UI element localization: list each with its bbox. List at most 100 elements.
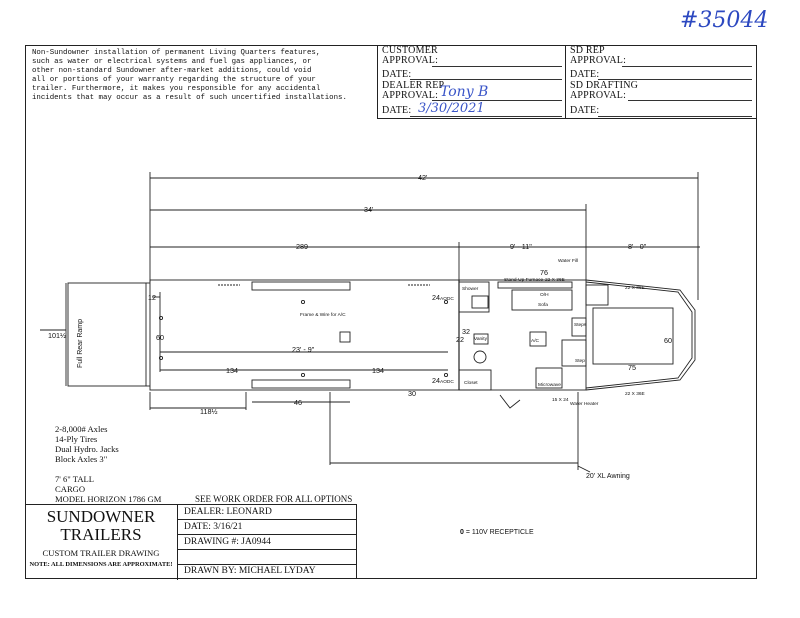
dim-bath-22: 22 <box>456 335 464 344</box>
closet <box>458 369 492 391</box>
drawing-stamp-number: #35044 <box>680 8 769 33</box>
custom-drawing-label: CUSTOM TRAILER DRAWING <box>42 548 160 558</box>
receptacle <box>300 299 306 305</box>
dim-door: 46 <box>294 398 302 407</box>
disclaimer-line: incidents that may occur as a result of … <box>32 94 347 102</box>
trailer-specs: 2-8,000# Axles 14-Ply Tires Dual Hydro. … <box>55 424 161 504</box>
dim-nose-60: 60 <box>664 336 672 345</box>
dim-rail-right: 134 <box>372 366 384 375</box>
receptacle <box>300 372 306 378</box>
label-box-a: 22 X 36E <box>545 277 565 283</box>
microwave <box>535 367 563 389</box>
dim-width: 101½ <box>48 331 66 340</box>
dim-top-12: 12 <box>148 293 156 302</box>
dimensions-note: NOTE: ALL DIMENSIONS ARE APPROXIMATE! <box>29 561 173 568</box>
disclaimer-line: other non-standard Sundowner after-marke… <box>32 67 312 75</box>
label-oh: O/H <box>540 292 549 298</box>
label-frame-wire: Frame & Wire for A/C <box>300 312 346 318</box>
dim-lq-width: 23' - 9" <box>292 345 315 354</box>
label-sofa: Sofa <box>538 302 548 308</box>
spec-line: 14-Ply Tires <box>55 434 98 444</box>
dim-rail-left: 134 <box>226 366 238 375</box>
customer-approval-label: CUSTOMER APPROVAL: <box>382 45 439 66</box>
label-step: Step <box>575 358 585 364</box>
label-box-c: 22 X 36E <box>625 391 645 397</box>
title-block <box>25 504 357 580</box>
spec-line <box>55 464 161 474</box>
dim-box: 34' <box>364 205 374 214</box>
label-water-fill: Water Fill <box>558 258 578 264</box>
label-aodc-top: AODC <box>440 296 454 302</box>
trailer-nose <box>585 279 696 391</box>
label-stand-up: Stand-Up Furnace <box>504 277 544 283</box>
label-awning: 20' XL Awning <box>586 473 630 480</box>
spec-line: 7' 6" TALL <box>55 474 95 484</box>
dim-nose-75: 75 <box>628 363 636 372</box>
dim-ramp-offset: 118½ <box>200 407 217 416</box>
brand-line-2: TRAILERS <box>60 525 142 544</box>
dim-lq: 9' - 11" <box>510 242 532 251</box>
dim-nose: 8' - 0" <box>628 242 647 251</box>
store <box>585 284 609 306</box>
label-shower: Shower <box>462 286 479 292</box>
receptacle-legend-text: = 110V RECEPTICLE <box>465 529 534 536</box>
spec-line: Block Axles 3" <box>55 454 108 464</box>
label-vanity: Vanity <box>474 336 488 342</box>
sd-rep-date-label: DATE: <box>570 69 600 80</box>
label-water-heater: Water Heater <box>570 401 599 407</box>
dim-wall-76: 76 <box>540 268 548 277</box>
sink-area <box>561 339 587 367</box>
dim-bath-32: 32 <box>462 327 470 336</box>
date-field: DATE: 3/16/21 <box>184 522 243 532</box>
brand-line-1: SUNDOWNER <box>46 507 156 526</box>
nose-bed <box>592 307 674 365</box>
label-aodc-bot: AODC <box>440 379 454 385</box>
dim-overall: 42' <box>418 173 428 182</box>
ac-unit <box>529 331 547 347</box>
dealer-date-handwritten: 3/30/2021 <box>418 101 485 116</box>
dim-cab-24-bot: 24 <box>432 376 440 385</box>
dim-inner-width: 60 <box>156 333 164 342</box>
label-ac: A/C <box>531 338 540 344</box>
toilet <box>473 350 487 364</box>
receptacle <box>443 299 449 305</box>
disclaimer-line: trailer. Furthermore, it makes you respo… <box>32 85 321 93</box>
sd-drafting-date-label: DATE: <box>570 105 600 116</box>
receptacle <box>158 315 164 321</box>
label-steps: Steps <box>574 322 587 328</box>
sd-drafting-approval-label: SD DRAFTING APPROVAL: <box>570 80 639 101</box>
disclaimer-line: all or portions of your warranty regardi… <box>32 76 316 84</box>
steps <box>571 317 587 337</box>
dealer-field: DEALER: LEONARD <box>184 507 272 517</box>
receptacle <box>158 355 164 361</box>
receptacle <box>443 372 449 378</box>
dealer-signature: Tony B <box>440 84 489 100</box>
dealer-rep-approval-label: DEALER REP APPROVAL: <box>382 80 444 101</box>
customer-date-label: DATE: <box>382 69 412 80</box>
rear-ramp <box>67 282 147 387</box>
drawing-frame <box>25 45 757 579</box>
see-work-order: SEE WORK ORDER FOR ALL OPTIONS <box>195 494 353 504</box>
shower-room <box>458 281 490 313</box>
label-microwave: Microwave <box>538 382 561 388</box>
spec-line: Dual Hydro. Jacks <box>55 444 119 454</box>
label-closet: Closet <box>464 380 478 386</box>
disclaimer-line: such as water or electrical systems and … <box>32 58 312 66</box>
spec-line: MODEL HORIZON 1786 GM <box>55 494 162 504</box>
sofa <box>511 289 573 311</box>
label-box-b: 22 X 36E <box>625 285 645 291</box>
spec-line: 2-8,000# Axles <box>55 424 108 434</box>
disclaimer-line: Non-Sundowner installation of permanent … <box>32 49 321 57</box>
label-rear-ramp: Full Rear Ramp <box>77 319 84 368</box>
sd-rep-approval-label: SD REP APPROVAL: <box>570 45 627 66</box>
approval-block <box>377 45 757 119</box>
label-box-15x24: 15 X 24 <box>552 397 569 403</box>
spec-line: CARGO <box>55 484 86 494</box>
warranty-disclaimer: Non-Sundowner installation of permanent … <box>32 49 372 103</box>
ac-frame <box>339 331 351 343</box>
dim-cab-24-top: 24 <box>432 293 440 302</box>
vanity <box>473 333 489 345</box>
drawing-number-field: DRAWING #: JA0944 <box>184 537 271 547</box>
dim-rear: 289 <box>296 242 308 251</box>
